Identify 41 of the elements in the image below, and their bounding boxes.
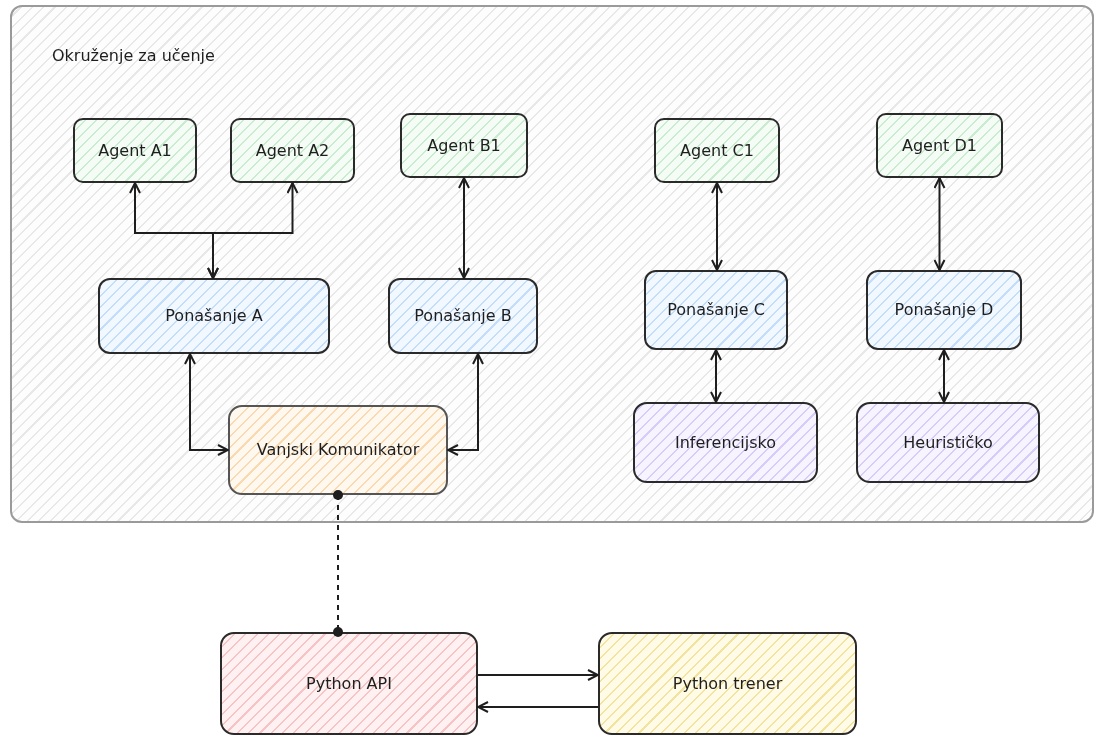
process-box (73, 118, 197, 183)
box-label: Agent A2 (254, 139, 331, 162)
arrow (458, 177, 470, 279)
environment-container (10, 5, 1094, 523)
arrow (184, 353, 229, 456)
box-label: Python API (305, 672, 393, 695)
process-box (644, 270, 788, 350)
box-label: Vanjski Komunikator (255, 439, 421, 461)
container-title: Okruženje za učenje (51, 45, 216, 67)
dashed-connector (333, 490, 343, 637)
box-label: Agent A1 (97, 139, 173, 162)
process-box (220, 632, 478, 735)
arrow (933, 177, 946, 271)
arrow (711, 182, 723, 271)
process-box (400, 113, 528, 178)
arrow (477, 701, 599, 713)
process-box (654, 118, 780, 183)
process-box (230, 118, 355, 183)
process-box (388, 278, 538, 354)
process-box (866, 270, 1022, 350)
box-label: Agent B1 (426, 134, 502, 157)
process-box (856, 402, 1040, 483)
box-label: Python trener (671, 672, 784, 695)
arrow (710, 349, 722, 403)
process-box (633, 402, 818, 483)
process-box (98, 278, 330, 354)
box-label: Heurističko (902, 431, 994, 454)
box-label: Ponašanje D (893, 299, 995, 321)
process-box (598, 632, 857, 735)
box-label: Inferencijsko (673, 431, 778, 454)
arrow (938, 349, 950, 403)
process-box (228, 405, 448, 495)
box-label: Ponašanje A (164, 305, 264, 327)
box-label: Ponašanje C (666, 299, 766, 321)
arrow (477, 669, 599, 681)
box-label: Agent D1 (901, 134, 978, 157)
arrow (207, 182, 299, 279)
process-box (876, 113, 1003, 178)
box-label: Ponašanje B (413, 305, 513, 327)
arrow (447, 353, 484, 456)
box-label: Agent C1 (679, 139, 755, 162)
